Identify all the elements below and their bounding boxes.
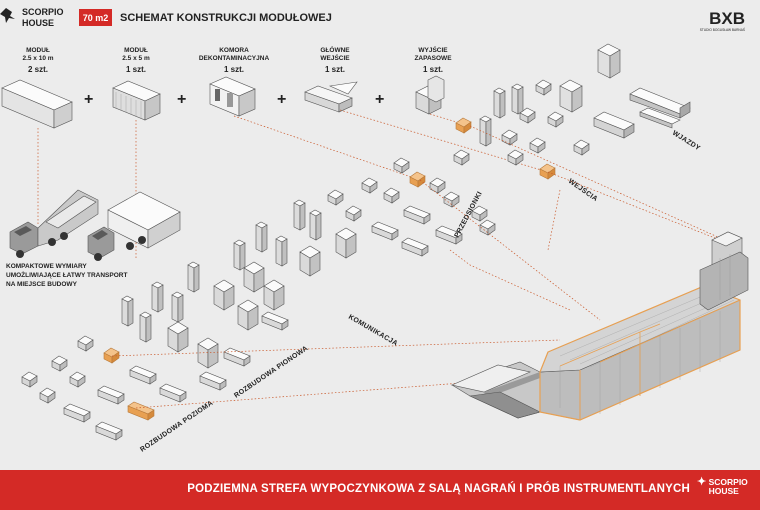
plus-icon: + — [277, 91, 286, 108]
module-label-5: WYJŚCIE ZAPASOWE 1 szt. — [414, 45, 452, 74]
brand-logo: BXB — [709, 9, 745, 28]
area-badge — [79, 9, 112, 26]
label-wejscia: WEJŚCIA — [567, 176, 600, 203]
wjazdy-modules — [519, 43, 691, 139]
label-komunikacja: KOMUNIKACJA — [347, 314, 399, 348]
svg-text:2.5 x 10 m: 2.5 x 10 m — [22, 55, 53, 62]
header-logo: SCORPIO HOUSE — [0, 7, 64, 28]
svg-text:WYJŚCIE: WYJŚCIE — [418, 45, 448, 54]
transport-caption-line-1: KOMPAKTOWE WYMIARY — [6, 263, 87, 270]
footer-logo: ✦ SCORPIO HOUSE — [697, 476, 759, 496]
plus-icon: + — [177, 91, 186, 108]
scorpio-icon — [0, 8, 15, 23]
svg-text:GŁÓWNE: GŁÓWNE — [320, 45, 350, 54]
footer-caption: PODZIEMNA STREFA WYPOCZYNKOWA Z SALĄ NAG… — [187, 483, 690, 495]
svg-text:MODUŁ: MODUŁ — [26, 47, 50, 54]
area-badge-text: 70 m2 — [83, 13, 109, 23]
diagram-canvas: SCORPIO HOUSE 70 m2 SCHEMAT KONSTRUKCJI … — [0, 7, 749, 454]
svg-text:MODUŁ: MODUŁ — [124, 47, 148, 54]
transport-caption-line-2: UMOŻLIWIAJĄCE ŁATWY TRANSPORT — [6, 271, 127, 279]
svg-text:1 szt.: 1 szt. — [423, 65, 443, 74]
module-label-2: MODUŁ 2.5 x 5 m 1 szt. — [122, 47, 150, 74]
label-wjazdy: WJAZDY — [671, 130, 701, 153]
emergency-exit-shape — [415, 75, 445, 115]
komunikacja-modules — [213, 189, 362, 331]
svg-text:1 szt.: 1 szt. — [325, 65, 345, 74]
module-5m-shape — [112, 80, 161, 121]
module-label-4: GŁÓWNE WEJŚCIE 1 szt. — [320, 45, 350, 74]
svg-text:DEKONTAMINACYJNA: DEKONTAMINACYJNA — [199, 55, 270, 62]
svg-text:WEJŚCIE: WEJŚCIE — [320, 53, 350, 62]
main-entrance-shape — [304, 81, 358, 113]
footer-logo-text: SCORPIO HOUSE — [708, 477, 748, 496]
plus-icon: + — [375, 91, 384, 108]
svg-text:HOUSE: HOUSE — [22, 18, 54, 28]
assembled-building — [451, 231, 749, 421]
scorpio-icon: ✦ — [697, 476, 707, 488]
label-rozbudowa-pionowa: ROZBUDOWA PIONOWA — [233, 345, 309, 400]
transport-caption-line-3: NA MIEJSCE BUDOWY — [6, 281, 78, 288]
decontamination-chamber-shape — [209, 76, 256, 117]
svg-text:1 szt.: 1 szt. — [224, 65, 244, 74]
page-title: SCHEMAT KONSTRUKCJI MODUŁOWEJ — [120, 12, 332, 24]
svg-text:KOMORA: KOMORA — [219, 47, 249, 54]
truck-icon — [87, 191, 181, 261]
label-rozbudowa-pozioma: ROZBUDOWA POZIOMA — [139, 400, 214, 454]
svg-text:ZAPASOWE: ZAPASOWE — [414, 55, 452, 62]
module-label-3: KOMORA DEKONTAMINACYJNA 1 szt. — [199, 47, 270, 74]
rozbudowa-pozioma-modules — [21, 335, 187, 441]
module-10m-shape — [1, 79, 73, 129]
truck-icon — [9, 189, 99, 258]
brand-subtitle: STUDIO BOGUSŁAW BARNAŚ — [700, 27, 745, 32]
svg-text:2.5 x 5 m: 2.5 x 5 m — [122, 55, 150, 62]
module-label-1: MODUŁ 2.5 x 10 m 2 szt. — [22, 47, 53, 74]
svg-text:2 szt.: 2 szt. — [28, 65, 48, 74]
footer-bar: PODZIEMNA STREFA WYPOCZYNKOWA Z SALĄ NAG… — [0, 470, 760, 510]
logo-text: SCORPIO — [22, 7, 64, 17]
svg-text:1 szt.: 1 szt. — [126, 65, 146, 74]
plus-icon: + — [84, 91, 93, 108]
